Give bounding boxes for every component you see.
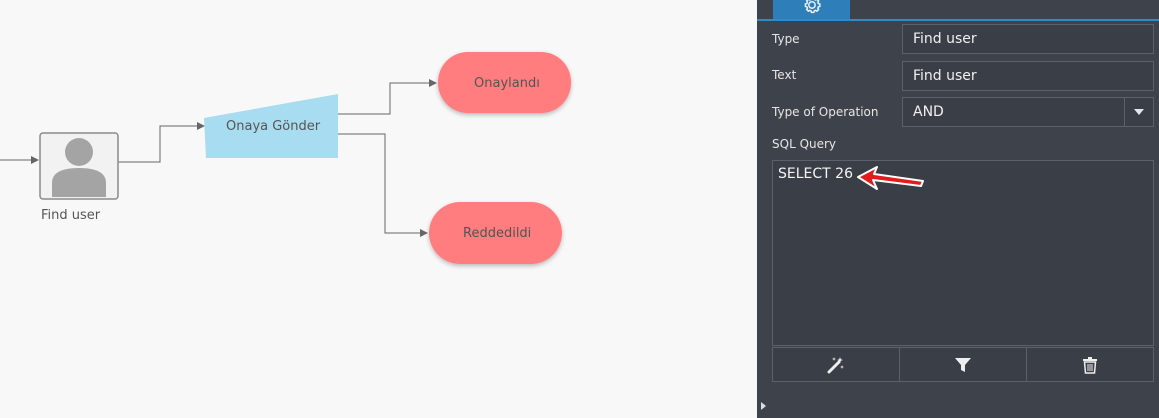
sql-query-input[interactable]: SELECT 26 [772,160,1154,346]
workflow-canvas[interactable]: Find user Onaya Gönder Onaylandı Reddedi… [0,0,757,418]
type-label: Type [772,32,800,46]
rejected-node-label: Reddedildi [463,226,532,241]
filter-button[interactable] [900,347,1027,382]
user-node-label: Find user [41,208,101,223]
workflow-diagram [0,52,571,264]
magic-wand-button[interactable] [772,347,900,382]
edge-send-approved [338,79,437,115]
operation-type-label: Type of Operation [772,105,879,119]
approved-node-label: Onaylandı [474,76,540,91]
user-avatar-icon [65,138,93,166]
magic-wand-icon [827,356,844,373]
select-dropdown-button[interactable] [1124,98,1153,126]
approved-node[interactable] [438,52,571,113]
send-approval-node[interactable] [204,94,338,158]
sql-toolbar [772,347,1154,382]
text-label: Text [772,68,797,82]
operation-type-value: AND [913,104,944,120]
gear-icon [804,0,821,14]
filter-icon [955,357,971,372]
sql-query-label: SQL Query [772,137,837,151]
send-node-label: Onaya Gönder [226,119,321,134]
rejected-node[interactable] [429,202,562,264]
user-node[interactable] [39,132,119,200]
properties-panel: Type Find user Text Find user Type of Op… [757,0,1159,418]
tab-settings[interactable] [773,0,850,19]
edge-send-rejected [338,133,428,237]
panel-tabbar [757,0,1159,21]
operation-type-select[interactable]: AND [902,97,1154,127]
sql-query-text: SELECT 26 [778,166,853,182]
red-arrow-annotation-icon [857,166,924,190]
delete-button[interactable] [1027,347,1154,382]
edge-user-send [115,122,205,163]
chevron-down-icon [1134,109,1144,115]
type-field[interactable]: Find user [902,24,1154,54]
trash-icon [1083,356,1097,374]
text-field[interactable]: Find user [902,61,1154,91]
expand-arrow-icon[interactable] [761,402,766,410]
